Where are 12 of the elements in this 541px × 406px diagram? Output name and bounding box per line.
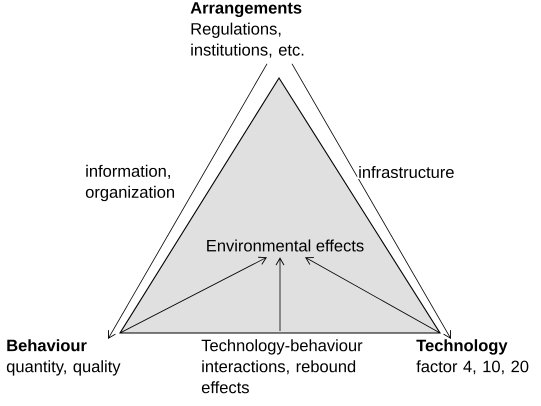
edge-label: information, organization [84,164,180,202]
arrow [108,63,268,339]
arrow [276,257,284,332]
caption-text: Environmental effects [207,239,364,252]
edge-label: infrastructure [357,164,454,180]
vertex-label: Technology-behaviour interactions, rebound effects [202,339,362,394]
vertex-label: Behaviour quantity, quality [6,339,120,376]
arrow [305,257,440,334]
arrow [292,63,451,339]
vertex-label: Arrangements Regulations, institutions, etc. [190,2,304,58]
vertex-label: Technology factor 4, 10, 20 [416,339,528,374]
arrow [120,256,267,334]
